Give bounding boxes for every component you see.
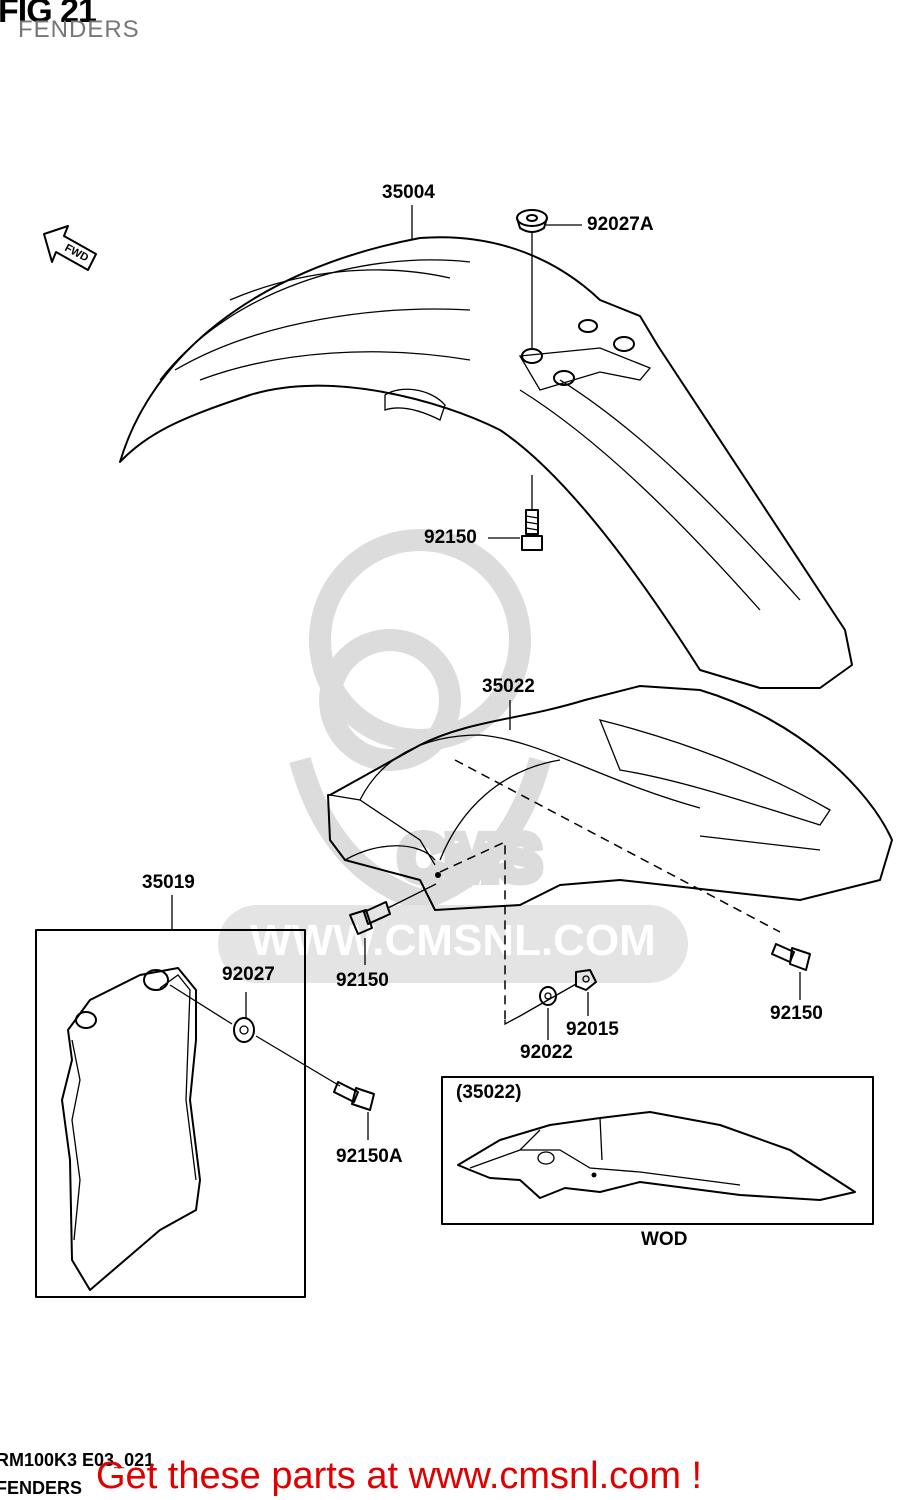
forward-arrow-icon: FWD [43, 225, 97, 271]
side-cover-frame [35, 929, 306, 1298]
inset-variant-label: WOD [641, 1229, 688, 1250]
bolt-92150-right [771, 943, 811, 1000]
watermark-url: WWW.CMSNL.COM [250, 916, 656, 965]
bolt-92150a [333, 1081, 375, 1140]
variant-inset-frame [441, 1076, 874, 1225]
inset-reference: (35022) [456, 1082, 522, 1103]
callout-92150-mid: 92150 [336, 970, 389, 991]
rear-fender-wod-variant [457, 1111, 856, 1201]
callout-92022: 92022 [520, 1042, 573, 1063]
parts-link-banner[interactable]: Get these parts at www.cmsnl.com ! [96, 1455, 703, 1497]
footer-section: FENDERS [0, 1478, 83, 1498]
footer-model-code: RM100K3 E03_021 [0, 1450, 155, 1470]
callout-35019: 35019 [142, 872, 195, 893]
figure-subtitle: FENDERS [18, 16, 140, 43]
washer-92022 [539, 986, 557, 1040]
callout-92027a: 92027A [587, 214, 654, 235]
bolt-92150-mid [349, 883, 437, 965]
rear-fender-35022 [327, 685, 893, 1020]
callout-35004: 35004 [382, 182, 435, 203]
fwd-label: FWD [63, 242, 91, 264]
callout-92150-top: 92150 [424, 527, 477, 548]
callout-92150-right: 92150 [770, 1003, 823, 1024]
callout-92027: 92027 [222, 964, 275, 985]
callout-92015: 92015 [566, 1019, 619, 1040]
side-cover-35019 [61, 967, 201, 1291]
watermark-logo: WWW.CMSNL.COM CMS [218, 529, 688, 983]
callout-35022: 35022 [482, 676, 535, 697]
washer-92027 [233, 992, 255, 1043]
callout-92150a: 92150A [336, 1146, 403, 1167]
nut-92015 [575, 969, 597, 1016]
washer-92027a [516, 209, 548, 233]
bolt-92150-top [521, 509, 543, 551]
figure-number: FIG 21 [0, 0, 97, 30]
front-fender-35004 [119, 236, 853, 689]
